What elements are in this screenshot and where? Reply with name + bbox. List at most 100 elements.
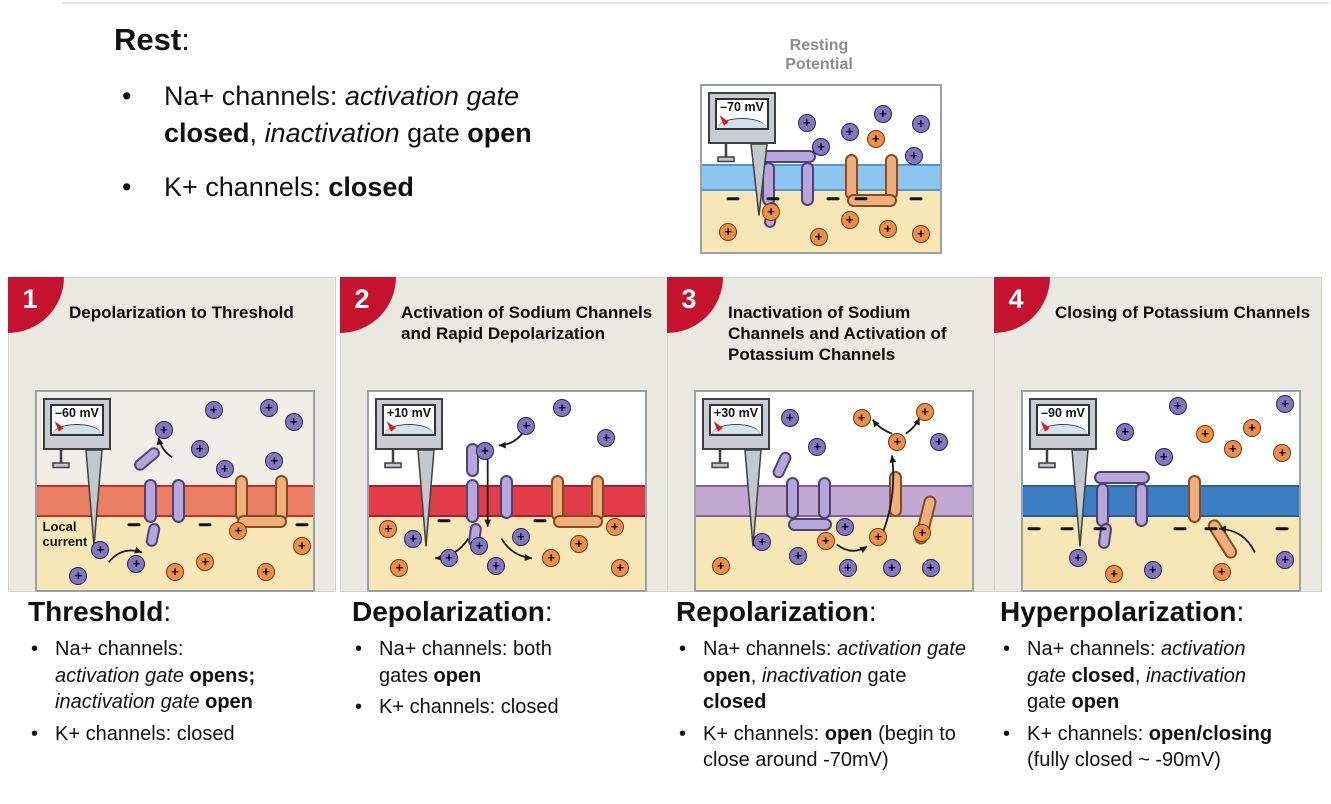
bullet-icon: •	[355, 638, 363, 660]
sodium-ion: +	[486, 557, 505, 576]
cell-membrane	[1023, 485, 1299, 517]
text-segment: ,	[750, 664, 762, 687]
gauge-arc-icon	[1039, 424, 1087, 434]
sodium-channel-inactivated	[771, 449, 834, 551]
sodium-ion: +	[1276, 394, 1295, 413]
sodium-ion: +	[190, 440, 209, 459]
sodium-ion: +	[204, 400, 223, 419]
negative-charge-icon	[1027, 526, 1041, 531]
text-segment: open/closing	[1148, 722, 1273, 745]
potassium-ion: +	[611, 559, 630, 578]
caption-bullet-k: • K+ channels: open (begin to close arou…	[676, 721, 971, 774]
sodium-channel-segment	[171, 479, 185, 524]
sodium-channel-segment	[143, 479, 157, 524]
bullet-icon: •	[1003, 722, 1011, 745]
sodium-ion: +	[882, 559, 901, 578]
voltmeter-display: +10 mV	[382, 404, 436, 436]
negative-charge-icon	[766, 197, 780, 201]
sodium-ion: +	[797, 113, 816, 132]
sodium-ion: +	[873, 105, 892, 124]
caption-bullet-na: • Na+ channels: both gates open	[352, 636, 570, 689]
rest-bullet-na: • Na+ channels: activation gate closed, …	[116, 78, 594, 152]
electrode-icon	[417, 449, 435, 547]
potassium-ion: +	[1105, 565, 1124, 584]
potassium-ion: +	[916, 402, 935, 421]
text-segment: :	[868, 596, 877, 627]
sodium-channel-segment	[788, 518, 833, 532]
stage-panel-title: Closing of Potassium Channels	[1055, 303, 1311, 322]
diagram-overlay	[52, 437, 173, 563]
sodium-channel-segment	[500, 475, 514, 520]
bullet-icon: •	[31, 722, 39, 745]
voltmeter-display: –60 mV	[50, 404, 104, 436]
potassium-ion: +	[869, 527, 888, 546]
negative-charge-icon	[854, 197, 868, 201]
membrane-diagram-3: +++++++++++++–90 mV	[1021, 390, 1301, 592]
negative-charge-icon	[533, 518, 547, 523]
text-segment: activation gate	[55, 664, 184, 687]
diagram-overlay	[717, 143, 768, 216]
text-segment: Na+ channels: both gates	[379, 638, 552, 687]
text-segment: activation gate	[1027, 638, 1246, 687]
text-segment: open	[703, 664, 751, 687]
sodium-ion: +	[911, 115, 930, 134]
text-segment: ,	[1134, 664, 1146, 687]
rest-bullet-na-text: Na+ channels: activation gate closed, in…	[164, 81, 532, 148]
text-segment: Rest	[114, 22, 182, 57]
text-segment: gate	[861, 664, 907, 687]
bullet-icon: •	[1003, 638, 1011, 660]
sodium-ion: +	[836, 517, 855, 536]
negative-charge-icon	[1093, 526, 1107, 531]
voltage-reading: –60 mV	[55, 406, 99, 420]
potassium-ion: +	[840, 211, 859, 230]
negative-charge-icon	[826, 197, 840, 201]
text-segment: (begin to close around -70mV)	[703, 722, 956, 772]
text-segment: opens;	[189, 664, 256, 687]
negative-charge-icon	[1204, 526, 1218, 531]
caption-bullet-na-text: Na+ channels: both gates open	[379, 638, 552, 687]
potassium-ion: +	[913, 523, 932, 542]
sodium-ion: +	[470, 537, 489, 556]
stage-panel-2: 3 Inactivation of Sodium Channels and Ac…	[667, 277, 995, 592]
sodium-ion: +	[284, 412, 303, 431]
voltmeter: –60 mV	[43, 398, 111, 450]
sodium-ion: +	[69, 567, 88, 586]
potassium-channel-segment	[237, 515, 288, 529]
stage-caption-bullets: • Na+ channels: activation gate closed, …	[1000, 636, 1276, 774]
text-segment: closed	[703, 691, 767, 713]
text-segment: Depolarization	[352, 596, 545, 627]
bullet-icon: •	[355, 696, 363, 718]
potassium-ion: +	[1212, 563, 1231, 582]
negative-charge-icon	[198, 522, 212, 527]
caption-bullet-k-text: K+ channels: open/closing (fully closed …	[1027, 723, 1272, 772]
bullet-icon: •	[122, 172, 132, 202]
text-segment: K+ channels:	[1027, 722, 1149, 745]
voltmeter-display: –70 mV	[715, 98, 769, 130]
voltmeter: –90 mV	[1029, 398, 1097, 450]
text-segment: closed	[164, 118, 250, 148]
sodium-ion: +	[404, 529, 423, 548]
voltmeter-display: –90 mV	[1036, 404, 1090, 436]
text-segment: inactivation	[264, 118, 400, 148]
text-segment: :	[181, 22, 190, 57]
text-segment: inactivation	[761, 664, 862, 687]
potassium-ion: +	[1243, 418, 1262, 437]
arrow-icon	[1218, 525, 1227, 533]
negative-charge-icon	[726, 197, 740, 201]
rest-bullet-k-text: K+ channels: closed	[164, 172, 414, 202]
stage-number-badge: 2	[340, 277, 396, 333]
sodium-ion: +	[1276, 551, 1295, 570]
sodium-ion: +	[154, 420, 173, 439]
electrode-icon	[85, 449, 103, 547]
arrow-icon	[524, 554, 532, 561]
sodium-ion: +	[808, 438, 827, 457]
stage-panel-3: 4 Closing of Potassium Channels ++++++++…	[994, 277, 1322, 592]
stage-number-badge: 3	[667, 277, 723, 333]
sodium-channel-segment	[1094, 471, 1151, 485]
negative-charge-icon	[1275, 526, 1289, 531]
stage-caption-heading: Hyperpolarization:	[1000, 596, 1276, 628]
caption-bullet-na: • Na+ channels: activation gate closed, …	[1000, 636, 1276, 716]
potassium-ion: +	[809, 228, 828, 247]
bullet-icon: •	[679, 722, 687, 745]
